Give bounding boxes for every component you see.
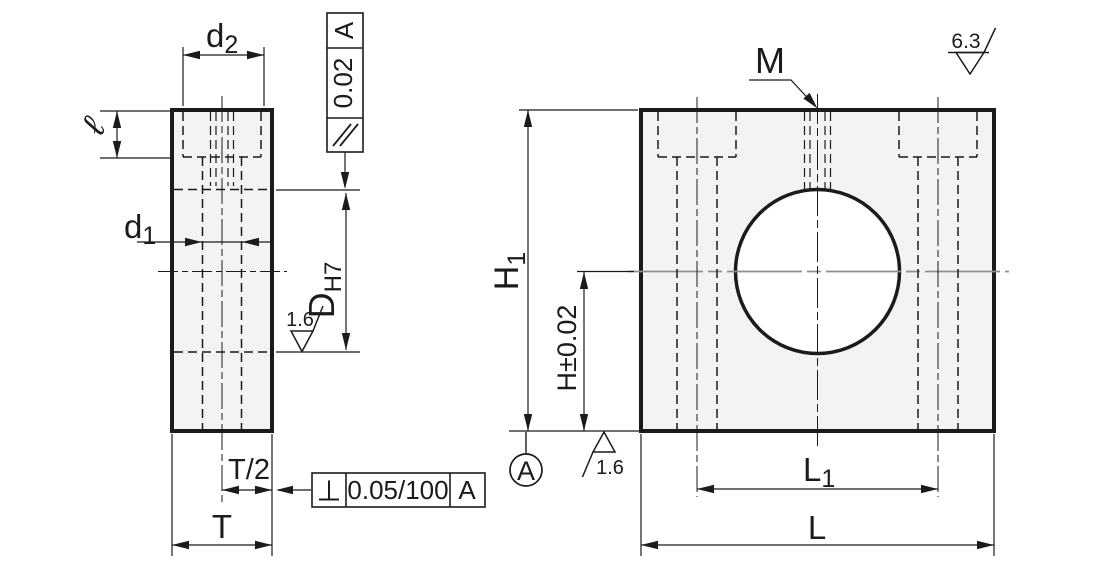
bore-roughness-value: 1.6 xyxy=(286,309,314,331)
arrowhead xyxy=(641,540,658,550)
arrowhead xyxy=(341,193,351,210)
datum-A: A xyxy=(509,432,543,487)
arrowhead xyxy=(247,50,264,60)
arrowhead xyxy=(579,272,589,289)
bottom-roughness-value: 1.6 xyxy=(596,457,624,479)
arrowhead xyxy=(222,485,239,495)
bore-dia-label: DH7 xyxy=(301,262,347,319)
arrowhead xyxy=(340,172,350,189)
ell-label: ℓ xyxy=(74,111,114,142)
arrowhead xyxy=(255,485,272,495)
arrowhead xyxy=(803,92,818,109)
parallelism-symbol xyxy=(332,123,359,147)
parallelism-tolerance: 0.02 xyxy=(328,58,358,109)
dimension-H1 xyxy=(509,109,640,432)
fcf-parallelism: 0.02 A xyxy=(326,12,364,189)
front-view: M 6.3 H1 H±0.02 xyxy=(488,27,1009,556)
arrowhead xyxy=(977,540,994,550)
datum-label: A xyxy=(517,456,535,486)
arrowhead xyxy=(172,540,189,550)
perpendicularity-datum: A xyxy=(458,475,476,505)
arrowhead xyxy=(341,333,351,350)
H-label: H±0.02 xyxy=(552,305,582,392)
perpendicularity-symbol xyxy=(319,480,339,501)
perpendicularity-tolerance: 0.05/100 xyxy=(347,475,448,505)
thickness-label: T xyxy=(212,508,232,545)
bore-roughness-symbol xyxy=(289,305,324,354)
arrowhead xyxy=(579,414,589,431)
half-thickness-label: T/2 xyxy=(228,454,270,486)
arrowhead xyxy=(523,110,533,127)
arrowhead xyxy=(183,50,200,60)
arrowhead xyxy=(112,111,122,128)
side-view-thread-hidden-lines xyxy=(209,112,235,186)
arrowhead xyxy=(276,485,293,495)
general-roughness-value: 6.3 xyxy=(951,30,980,53)
arrowhead xyxy=(185,237,202,247)
arrowhead xyxy=(255,540,272,550)
thread-callout: M xyxy=(749,40,818,109)
d1-label: d1 xyxy=(124,208,156,250)
side-view-hidden-lines xyxy=(174,112,270,429)
fcf-perpendicularity: 0.05/100 A xyxy=(276,472,486,508)
thread-label: M xyxy=(755,40,785,81)
L-label: L xyxy=(808,509,826,546)
arrowhead xyxy=(242,237,259,247)
H1-label: H1 xyxy=(488,252,531,290)
L1-label: L1 xyxy=(803,451,835,493)
d2-label: d2 xyxy=(206,17,238,59)
general-roughness-symbol xyxy=(948,27,997,76)
side-view: d2 ℓ d1 DH7 1.6 xyxy=(74,12,486,556)
dimension-L xyxy=(640,434,995,556)
dimension-H xyxy=(577,270,634,431)
arrowhead xyxy=(921,484,938,494)
dimension-bore xyxy=(276,189,360,353)
parallelism-datum: A xyxy=(329,21,359,39)
arrowhead xyxy=(523,414,533,431)
front-view-hidden-lines xyxy=(657,112,978,429)
arrowhead xyxy=(697,484,714,494)
arrowhead xyxy=(112,141,122,158)
thread-hidden-lines xyxy=(803,112,832,190)
bottom-roughness-symbol xyxy=(581,430,617,478)
